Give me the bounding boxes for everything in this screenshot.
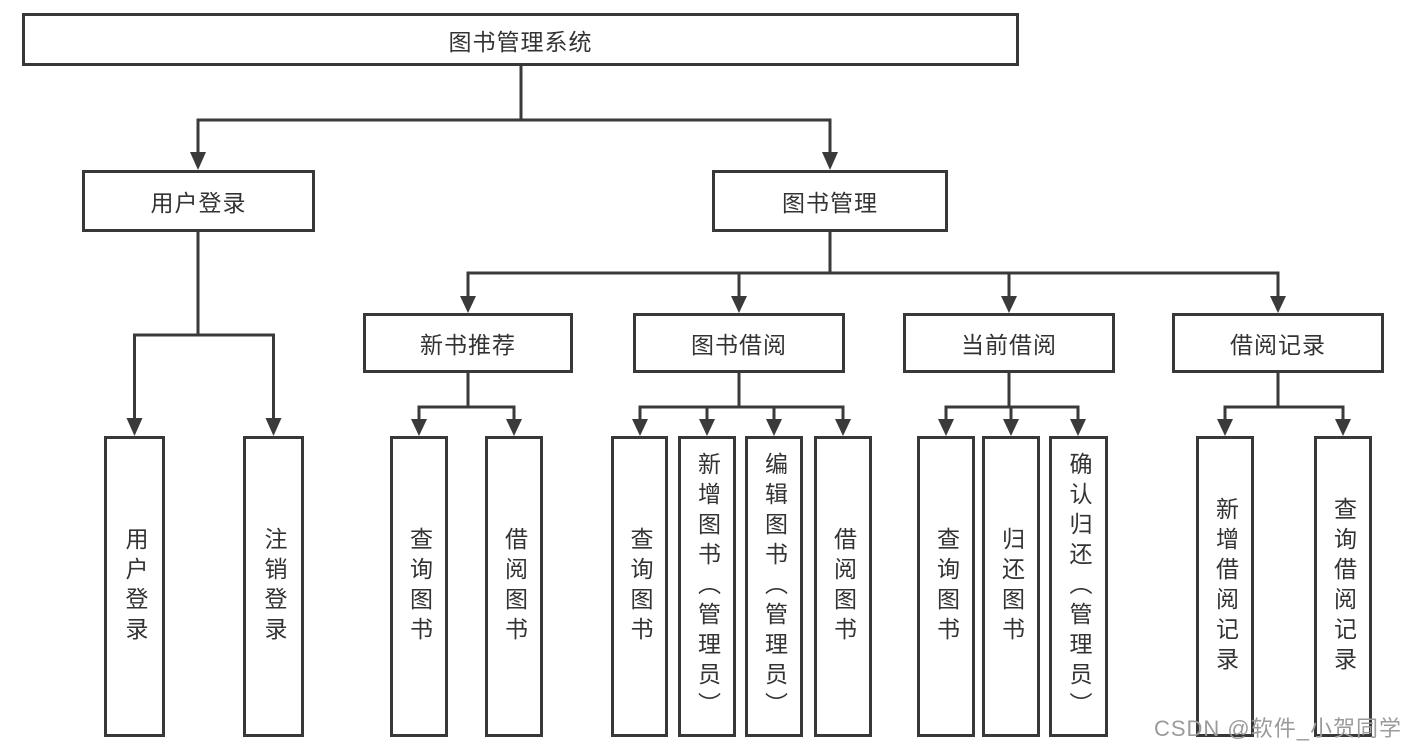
leaf-query-borrow-record: 查询借阅记录 <box>1314 436 1372 737</box>
leaf-query-books-1: 查询图书 <box>390 436 448 737</box>
leaf-confirm-return-admin-label: 确认归还（管理员） <box>1066 451 1092 722</box>
leaf-user-login-label: 用户登录 <box>122 526 148 647</box>
connector-new-book-rec-to-leaves <box>411 371 522 436</box>
leaf-edit-books-admin-label: 编辑图书（管理员） <box>761 451 788 722</box>
leaf-add-books-admin-label: 新增图书（管理员） <box>694 451 721 722</box>
leaf-return-books-label: 归还图书 <box>998 526 1025 647</box>
node-book-borrowing: 图书借阅 <box>633 313 845 373</box>
leaf-query-books-2-label: 查询图书 <box>627 526 653 647</box>
leaf-borrow-books-2: 借阅图书 <box>814 436 872 737</box>
node-borrowing-records-label: 借阅记录 <box>1230 332 1326 358</box>
node-current-borrowing: 当前借阅 <box>903 313 1115 373</box>
node-new-book-recommendation: 新书推荐 <box>363 313 573 373</box>
node-root-label: 图书管理系统 <box>448 28 593 55</box>
leaf-edit-books-admin: 编辑图书（管理员） <box>745 436 803 737</box>
csdn-watermark: CSDN @软件_小贺同学 <box>1153 716 1402 741</box>
connector-current-borrow-to-leaves <box>938 371 1086 436</box>
leaf-query-books-3-label: 查询图书 <box>933 526 960 647</box>
node-book-borrowing-label: 图书借阅 <box>691 332 787 358</box>
node-user-login-label: 用户登录 <box>150 190 247 216</box>
leaf-borrow-books-1: 借阅图书 <box>485 436 543 737</box>
connector-user-login-to-leaves <box>126 230 282 436</box>
connector-borrow-records-to-leaves <box>1217 371 1351 436</box>
node-new-book-recommendation-label: 新书推荐 <box>420 332 516 358</box>
node-book-management: 图书管理 <box>712 170 948 232</box>
leaf-query-borrow-record-label: 查询借阅记录 <box>1330 496 1357 677</box>
leaf-add-books-admin: 新增图书（管理员） <box>678 436 736 737</box>
connector-root-to-level2 <box>190 64 838 170</box>
node-book-management-label: 图书管理 <box>782 190 878 216</box>
node-current-borrowing-label: 当前借阅 <box>961 332 1057 358</box>
leaf-user-login: 用户登录 <box>104 436 165 737</box>
leaf-borrow-books-2-label: 借阅图书 <box>830 526 857 647</box>
leaf-query-books-1-label: 查询图书 <box>406 526 433 647</box>
leaf-logout-label: 注销登录 <box>261 526 287 647</box>
node-root: 图书管理系统 <box>22 13 1019 66</box>
leaf-confirm-return-admin: 确认归还（管理员） <box>1049 436 1108 737</box>
node-user-login: 用户登录 <box>82 170 315 232</box>
connector-book-borrow-to-leaves <box>632 371 851 436</box>
leaf-query-books-3: 查询图书 <box>917 436 975 737</box>
leaf-borrow-books-1-label: 借阅图书 <box>501 526 528 647</box>
leaf-add-borrow-record: 新增借阅记录 <box>1196 436 1254 737</box>
leaf-return-books: 归还图书 <box>982 436 1040 737</box>
leaf-query-books-2: 查询图书 <box>611 436 668 737</box>
node-borrowing-records: 借阅记录 <box>1172 313 1384 373</box>
connector-book-management-to-groups <box>460 230 1286 313</box>
leaf-logout: 注销登录 <box>243 436 304 737</box>
leaf-add-borrow-record-label: 新增借阅记录 <box>1212 496 1239 677</box>
